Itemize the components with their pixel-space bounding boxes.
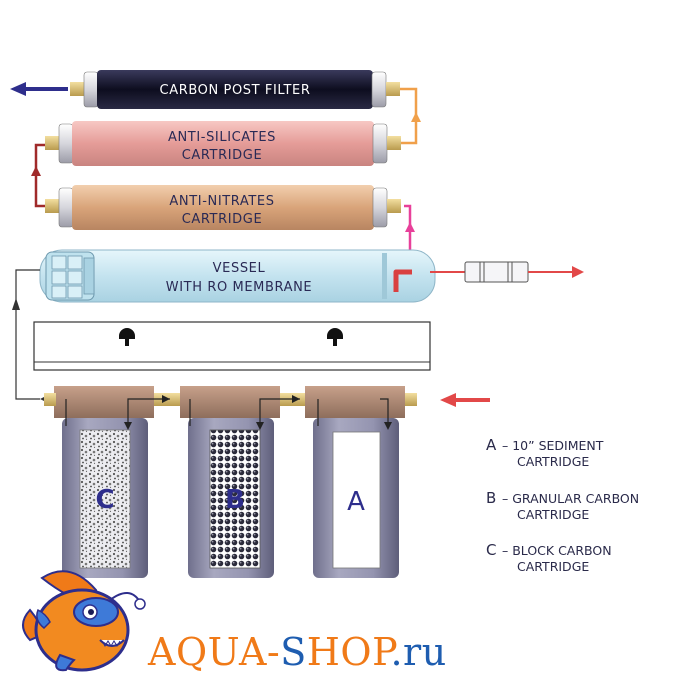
housing-c-letter: C — [95, 485, 114, 515]
flow-restrictor — [464, 261, 529, 283]
internal-flow — [65, 398, 389, 426]
ro-internal-pipe — [393, 269, 412, 292]
legend-dash: – — [502, 543, 509, 558]
housing-b: B — [180, 386, 280, 578]
brand-part-hop: HOP — [306, 630, 391, 674]
anti-nitrates-cartridge: ANTI-NITRATES CARTRIDGE — [45, 185, 401, 230]
magenta-tube — [404, 204, 412, 252]
brand-part-aqua: AQUA- — [148, 630, 281, 674]
anti-silicates-label-1: ANTI-SILICATES — [168, 130, 276, 145]
mounting-bracket — [33, 321, 431, 371]
legend-line1-c: BLOCK CARBON — [512, 543, 612, 558]
orange-tube — [400, 87, 418, 145]
anti-silicates-label-2: CARTRIDGE — [182, 148, 263, 163]
output-arrow — [10, 82, 68, 96]
anti-silicates-cartridge: ANTI-SILICATES CARTRIDGE — [45, 121, 401, 166]
legend-line2-a: CARTRIDGE — [517, 454, 590, 469]
carbon-post-filter: CARBON POST FILTER — [70, 70, 400, 109]
legend-key-b: B — [486, 489, 497, 507]
legend-dash: – — [502, 491, 509, 506]
legend-key-c: C — [486, 541, 497, 559]
legend-item-b: B– GRANULAR CARBON CARTRIDGE — [486, 490, 639, 523]
feed-tube-to-ro — [15, 269, 40, 400]
ro-vessel-label-2: WITH RO MEMBRANE — [166, 280, 312, 295]
ro-membrane-vessel: VESSEL WITH RO MEMBRANE — [39, 249, 436, 303]
legend-line2-b: CARTRIDGE — [517, 507, 590, 522]
bracket-screw — [119, 328, 135, 346]
bracket-screw — [327, 328, 343, 346]
post-filter-label: CARBON POST FILTER — [160, 83, 311, 98]
legend-line2-c: CARTRIDGE — [517, 559, 590, 574]
brand-part-s: S — [280, 630, 307, 674]
housing-c: C — [54, 386, 154, 578]
anti-nitrates-label-2: CARTRIDGE — [182, 212, 263, 227]
legend-line1-a: 10” SEDIMENT — [512, 438, 604, 453]
housing-a-letter: A — [347, 487, 365, 517]
legend-item-c: C– BLOCK CARBON CARTRIDGE — [486, 542, 612, 575]
legend-line1-b: GRANULAR CARBON — [512, 491, 640, 506]
input-arrow — [440, 393, 490, 407]
anti-nitrates-label-1: ANTI-NITRATES — [169, 194, 274, 209]
ro-vessel-label-1: VESSEL — [213, 261, 266, 276]
legend-item-a: A– 10” SEDIMENT CARTRIDGE — [486, 437, 603, 470]
brand-part-ru: .ru — [390, 630, 447, 674]
legend-key-a: A — [486, 436, 497, 454]
legend-dash: – — [502, 438, 509, 453]
fish-mascot-logo — [22, 570, 146, 672]
internal-flow-arrows — [124, 395, 392, 430]
brand-wordmark: AQUA-SHOP.ru — [148, 630, 447, 674]
housing-a: A — [305, 386, 405, 578]
housing-b-letter: B — [225, 485, 245, 515]
